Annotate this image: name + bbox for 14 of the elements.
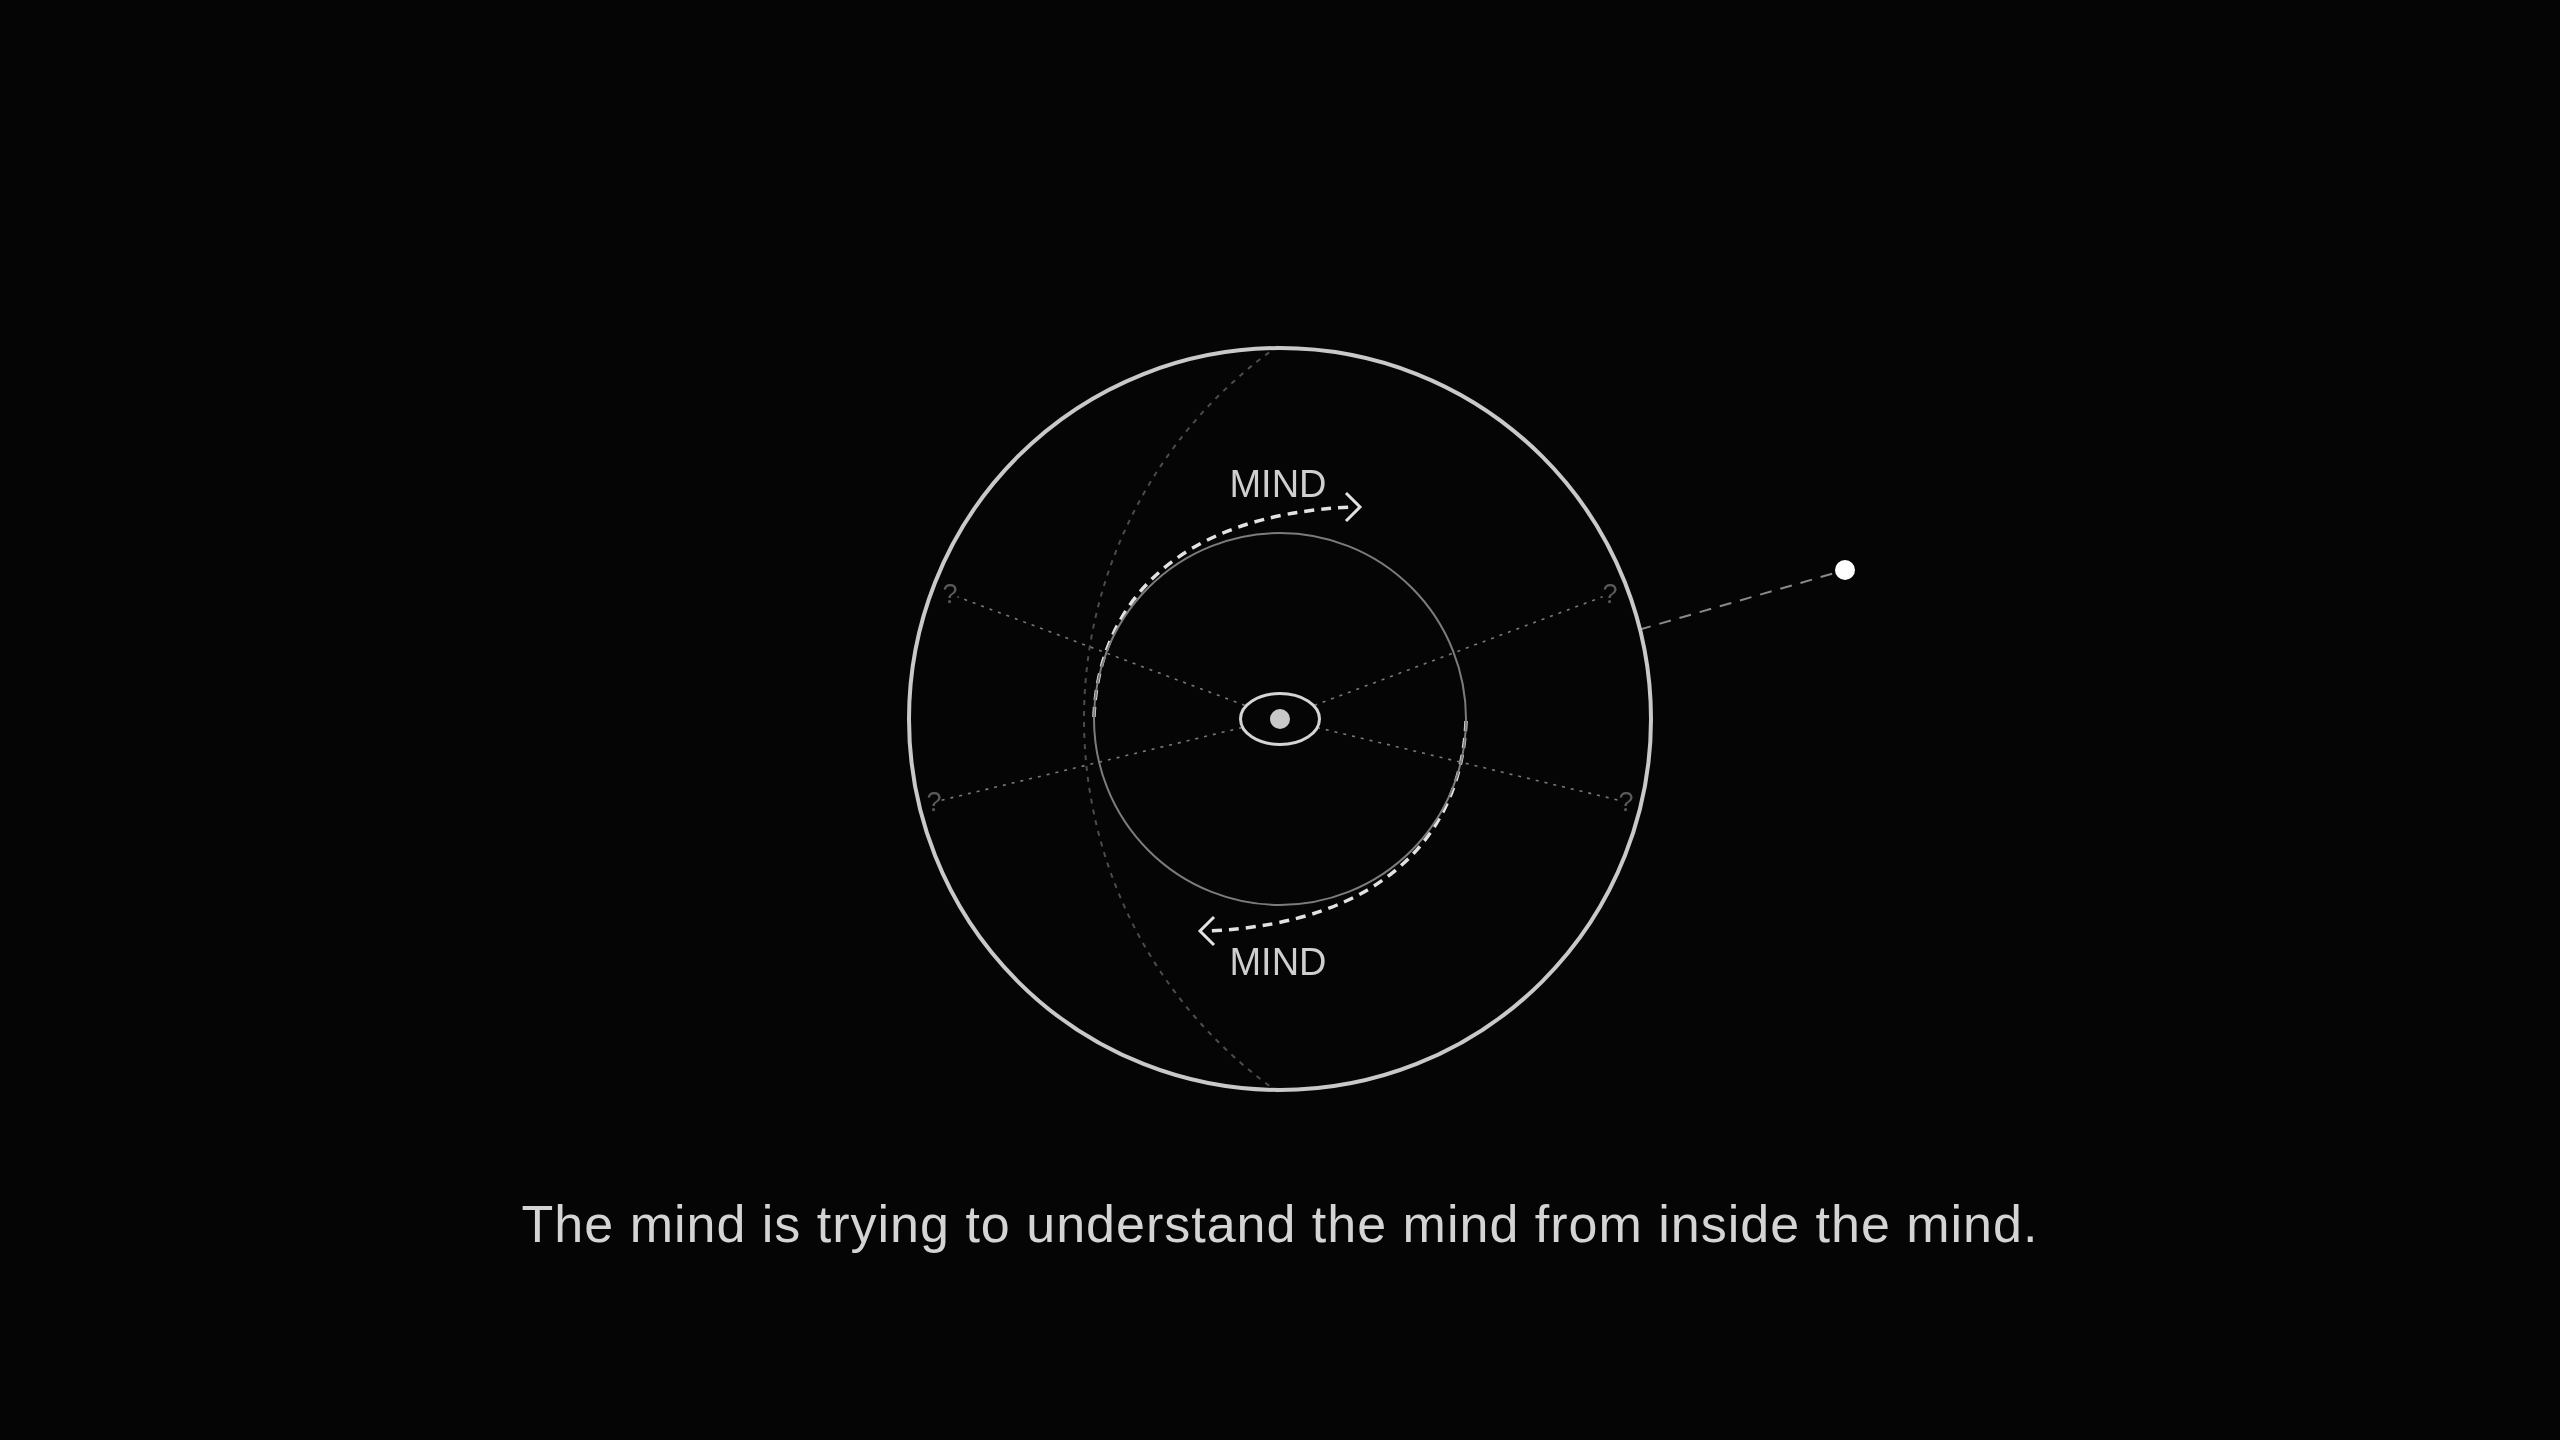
outer-circle [907,346,1653,1092]
eye-icon [1238,691,1321,746]
question-mark: ? [942,580,958,608]
inner-circle [1093,532,1467,906]
arrow-label: MIND [1229,465,1327,503]
dotted-line [1313,596,1604,707]
dotted-line [1316,726,1620,801]
arrow-label: MIND [1229,943,1327,981]
dotted-line [940,726,1243,801]
question-mark: ? [926,788,942,816]
dotted-line [956,596,1246,707]
dot-icon [1835,560,1855,580]
question-mark: ? [1618,788,1634,816]
question-mark: ? [1602,580,1618,608]
